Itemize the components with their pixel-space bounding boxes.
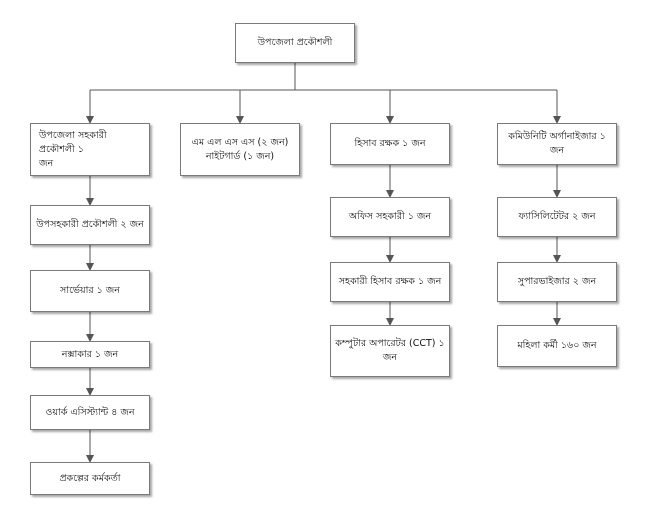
- node-col1-item4-label: ওয়ার্ক এসিস্ট্যান্ট ৪ জন: [45, 406, 135, 418]
- node-col2-head-line1: এম এল এস এস (২ জন): [191, 136, 289, 148]
- node-col1-item2-label: সার্ভেয়ার ১ জন: [60, 285, 120, 296]
- node-col3-item3-line1: কম্পুটার অপারেটর (CCT) ১: [335, 338, 445, 349]
- node-col1-item3: নক্সাকার ১ জন: [30, 341, 150, 368]
- node-root-label: উপজেলা প্রকৌশলী: [257, 37, 333, 48]
- node-col3-item2-label: সহকারী হিসাব রক্ষক ১ জন: [338, 276, 442, 287]
- node-col1-item1: উপসহকারী প্রকৌশলী ২ জন: [30, 205, 150, 245]
- node-col4-item2: সুপারভাইজার ২ জন: [497, 262, 617, 302]
- node-col1-item2: সার্ভেয়ার ১ জন: [30, 270, 150, 312]
- node-col2-head-line2: নাইটগার্ড (১ জন): [205, 150, 275, 162]
- node-col4-head-line1: কমিউনিটি অর্গানাইজার ১ জন: [508, 131, 606, 156]
- node-col1-item1-label: উপসহকারী প্রকৌশলী ২ জন: [36, 219, 144, 230]
- node-col1-item4: ওয়ার্ক এসিস্ট্যান্ট ৪ জন: [30, 395, 150, 430]
- node-col3-head-line1: হিসাব রক্ষক ১ জন: [354, 138, 426, 149]
- node-col3-item3-line2: জন: [382, 352, 398, 363]
- node-col3-item1: অফিস সহকারী ১ জন: [330, 197, 450, 237]
- node-col3-item1-label: অফিস সহকারী ১ জন: [348, 211, 432, 222]
- node-col2-head: এম এল এস এস (২ জন) নাইটগার্ড (১ জন): [180, 123, 300, 176]
- node-col1-item3-label: নক্সাকার ১ জন: [61, 348, 119, 360]
- node-col4-item1-label: ফ্যাসিলিটেটর ২ জন: [518, 211, 596, 222]
- node-col4-item3: মহিলা কর্মী ১৬০ জন: [497, 325, 617, 367]
- node-col3-head: হিসাব রক্ষক ১ জন: [330, 123, 450, 165]
- node-col4-item1: ফ্যাসিলিটেটর ২ জন: [497, 197, 617, 237]
- node-col4-item2-label: সুপারভাইজার ২ জন: [517, 276, 597, 287]
- node-root: উপজেলা প্রকৌশলী: [235, 23, 355, 63]
- node-col1-head-line1: উপজেলা সহকারী প্রকৌশলী ১: [39, 129, 107, 155]
- node-col4-item3-label: মহিলা কর্মী ১৬০ জন: [517, 340, 597, 351]
- node-col1-item5-label: প্রকল্পের কর্মকর্তা: [59, 472, 121, 484]
- node-col1-head-line2: জন: [39, 157, 54, 169]
- node-col1-item5: প্রকল্পের কর্মকর্তা: [30, 462, 150, 495]
- node-col4-head: কমিউনিটি অর্গানাইজার ১ জন: [497, 123, 617, 165]
- node-col1-head: উপজেলা সহকারী প্রকৌশলী ১ জন: [30, 123, 150, 176]
- node-col3-item2: সহকারী হিসাব রক্ষক ১ জন: [330, 262, 450, 302]
- node-col3-item3: কম্পুটার অপারেটর (CCT) ১ জন: [330, 325, 450, 377]
